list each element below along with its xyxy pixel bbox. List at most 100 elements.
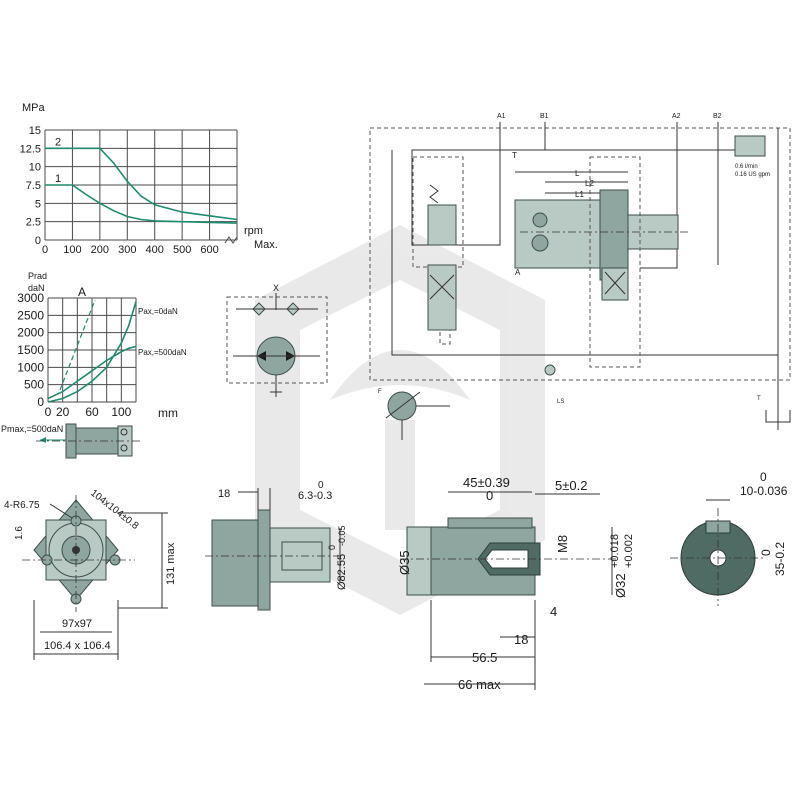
chart2-ylabel-line2: daN — [28, 283, 45, 293]
schematic-x-label: X — [273, 283, 279, 293]
hydraulic-circuit-schematic: A1 B1 A2 B2 0.6 l/min 0.16 US gpm T A L … — [369, 113, 791, 440]
series-line — [45, 147, 238, 221]
x-tick-label: 0 — [45, 405, 52, 419]
motor-side-view-small: Pmax,=500daN — [1, 423, 140, 459]
x-tick-label: 300 — [118, 244, 136, 256]
y-tick-label: 3000 — [17, 291, 44, 305]
flow-rate-line2: 0.16 US gpm — [735, 172, 770, 178]
dim-45-zero: 0 — [486, 488, 493, 503]
x-tick-label: 100 — [63, 244, 81, 256]
chart1-ylabel: MPa — [22, 102, 46, 114]
y-tick-label: 15 — [29, 125, 41, 137]
series-line — [45, 184, 238, 224]
valve-left-spool-bottom — [427, 264, 457, 331]
dim-32-tol-bot: +0.002 — [623, 534, 635, 568]
valve-left-pilot — [439, 329, 451, 345]
side-flange — [257, 509, 271, 611]
line-a1 — [411, 122, 745, 246]
circuit-port-t-icon — [532, 212, 548, 228]
port-b2-label: B2 — [713, 113, 722, 120]
y-tick-label: 7.5 — [26, 180, 41, 192]
dim-63-top: 0 — [318, 480, 324, 491]
y-tick-label: 500 — [24, 378, 44, 392]
chart1-xlabel-max: Max. — [254, 239, 278, 251]
port-a2-label: A2 — [672, 113, 681, 120]
valve-right-cross-icon — [604, 271, 626, 295]
circuit-l-label: L — [575, 169, 580, 178]
chart2-grid — [47, 297, 137, 403]
shaft-section-view: 45±0.39 0 5±0.2 M8 Ø35 Ø32 +0.018 +0.002… — [397, 475, 635, 692]
x-tick-label: 500 — [173, 244, 191, 256]
series-line — [47, 301, 137, 403]
dim-4: 4 — [550, 604, 557, 619]
key-width-zero: 0 — [760, 470, 767, 484]
axis-break-mark — [224, 236, 238, 244]
y-tick-label: 0 — [37, 395, 44, 409]
dim-32: Ø32 — [613, 573, 628, 598]
pmax-label: Pmax,=500daN — [1, 424, 63, 434]
dim-8255-tol-top: 0 — [327, 545, 337, 550]
flange-front-view: 4-R6.75 104x104±0.8 1.6 131 max 97x97 10… — [4, 488, 177, 660]
series-label: 2 — [55, 136, 61, 148]
key-height: 35-0.2 — [773, 542, 787, 576]
valve-left-spring-icon — [429, 184, 439, 204]
circuit-motor-flange — [599, 189, 629, 281]
dim-8255: Ø82.55 — [336, 554, 348, 590]
dim-45: 45±0.39 — [463, 475, 510, 490]
port-circle-2 — [120, 444, 128, 452]
x-tick-label: 60 — [85, 405, 99, 419]
ls-check-valve-icon — [544, 364, 556, 376]
dim-5: 5±0.2 — [555, 478, 587, 493]
dim-16: 1.6 — [14, 526, 25, 540]
dim-1064: 106.4 x 106.4 — [44, 640, 111, 652]
f-label: F — [378, 389, 382, 395]
x-tick-label: 600 — [200, 244, 218, 256]
circuit-boundary — [369, 127, 791, 381]
key-width: 10-0.036 — [740, 484, 788, 498]
motor-hydraulic-symbol: X — [226, 283, 328, 397]
load-arrow-head — [40, 437, 46, 443]
circuit-l1-label: L1 — [575, 190, 584, 199]
circuit-t-label: T — [512, 151, 517, 160]
port-b1-label: B1 — [540, 113, 549, 120]
chart2-reference-line — [59, 299, 96, 391]
y-tick-label: 12.5 — [20, 143, 41, 155]
y-tick-label: 0 — [35, 235, 41, 247]
valve-left-spool-top — [427, 204, 457, 246]
dim-18a: 18 — [218, 488, 230, 500]
dim-97: 97x97 — [62, 618, 92, 630]
circuit-port-a-icon — [531, 234, 549, 252]
y-tick-label: 5 — [35, 198, 41, 210]
flow-rate-line1: 0.6 l/min — [735, 164, 758, 170]
dim-32-tol-top: +0.018 — [609, 534, 621, 568]
series-label: Pax,=0daN — [138, 307, 178, 316]
y-tick-label: 2500 — [17, 308, 44, 322]
chart2-marker-a: A — [78, 285, 86, 299]
y-tick-label: 1000 — [17, 360, 44, 374]
motor-side-view: 18 0 6.3-0.3 Ø82.55 0 -0.05 — [205, 480, 348, 611]
dim-m8: M8 — [555, 535, 570, 553]
y-tick-label: 1500 — [17, 343, 44, 357]
y-tick-label: 2.5 — [26, 217, 41, 229]
series-label: 1 — [55, 173, 61, 185]
dim-35: Ø35 — [397, 550, 412, 575]
x-tick-label: 20 — [56, 405, 70, 419]
dim-r675: 4-R6.75 — [4, 500, 40, 511]
dim-8255-tol: -0.05 — [337, 525, 347, 546]
line-a2 — [640, 122, 678, 269]
tank-symbol-icon — [765, 410, 791, 423]
flow-restrictor-box — [734, 135, 766, 157]
symbol-boundary — [226, 296, 328, 384]
leader-r675 — [49, 503, 73, 519]
ls-label: LS — [557, 399, 564, 405]
return-line — [391, 150, 778, 356]
key-section-view: 0 10-0.036 0 35-0.2 — [670, 470, 788, 606]
